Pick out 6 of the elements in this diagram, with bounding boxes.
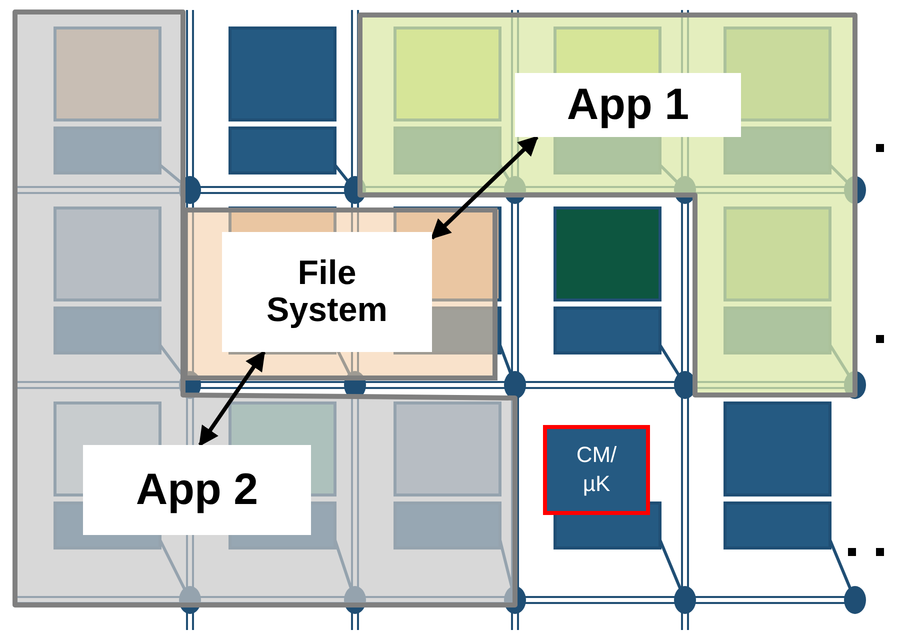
file-system-label: File System xyxy=(222,232,432,352)
double-arrow xyxy=(430,136,538,240)
application-label: App 2 xyxy=(83,445,311,535)
application-label: App 1 xyxy=(515,73,741,137)
kernel-tile: CM/ µK xyxy=(543,425,650,515)
double-arrow xyxy=(198,350,266,447)
